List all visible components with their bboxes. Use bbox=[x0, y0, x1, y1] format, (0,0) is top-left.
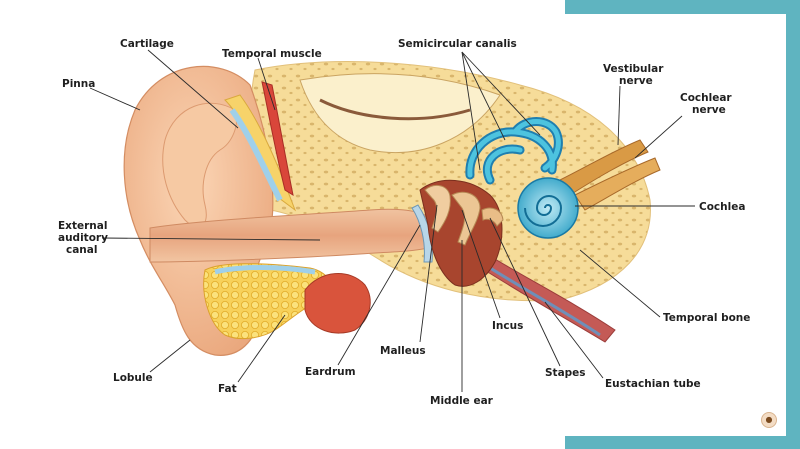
cochlea-shape bbox=[517, 177, 579, 239]
label-external-canal-2: auditory bbox=[58, 232, 108, 244]
label-external-canal-3: canal bbox=[66, 244, 97, 256]
bone-ridge bbox=[319, 98, 471, 121]
temporal-muscle-shape bbox=[261, 81, 294, 197]
cochlear-nerve-shape bbox=[574, 157, 661, 211]
label-stapes: Stapes bbox=[545, 367, 586, 379]
label-pinna: Pinna bbox=[62, 78, 95, 90]
frame-right-bar bbox=[786, 0, 800, 449]
label-middle-ear: Middle ear bbox=[430, 395, 494, 407]
skull-cavity bbox=[299, 73, 501, 154]
label-fat: Fat bbox=[218, 383, 237, 395]
label-temporal-bone: Temporal bone bbox=[663, 312, 750, 324]
label-incus: Incus bbox=[492, 320, 523, 332]
label-vestibular-nerve-2: nerve bbox=[619, 75, 653, 87]
label-eustachian-tube: Eustachian tube bbox=[605, 378, 701, 390]
cartilage-blue bbox=[229, 108, 283, 202]
frame-bottom-bar bbox=[565, 436, 800, 449]
semicircular-canals-inner bbox=[467, 119, 561, 183]
label-lobule: Lobule bbox=[113, 372, 153, 384]
label-malleus: Malleus bbox=[380, 345, 426, 357]
eardrum-shape bbox=[411, 204, 433, 263]
label-cochlear-nerve-1: Cochlear bbox=[680, 92, 732, 104]
label-cartilage: Cartilage bbox=[120, 38, 174, 50]
vestibular-nerve-shape bbox=[559, 139, 649, 196]
frame-top-bar bbox=[565, 0, 800, 14]
fat-tissue bbox=[203, 263, 332, 340]
label-temporal-muscle: Temporal muscle bbox=[222, 48, 322, 60]
eustachian-tube-shape bbox=[471, 249, 616, 343]
leader-lines bbox=[89, 49, 695, 392]
label-cochlear-nerve-2: nerve bbox=[692, 104, 726, 116]
fat-blue-strip bbox=[214, 265, 316, 275]
label-cochlea: Cochlea bbox=[699, 201, 745, 213]
incus-shape bbox=[451, 191, 481, 246]
label-eardrum: Eardrum bbox=[305, 366, 356, 378]
stapes-shape bbox=[481, 207, 504, 227]
cochlea-spiral bbox=[524, 195, 563, 227]
label-external-canal-1: External bbox=[58, 220, 107, 232]
label-vestibular-nerve-1: Vestibular bbox=[603, 63, 664, 75]
corner-logo-icon: ● bbox=[761, 412, 777, 428]
lower-muscle bbox=[304, 273, 371, 334]
label-semicircular-canalis: Semicircular canalis bbox=[398, 38, 517, 50]
